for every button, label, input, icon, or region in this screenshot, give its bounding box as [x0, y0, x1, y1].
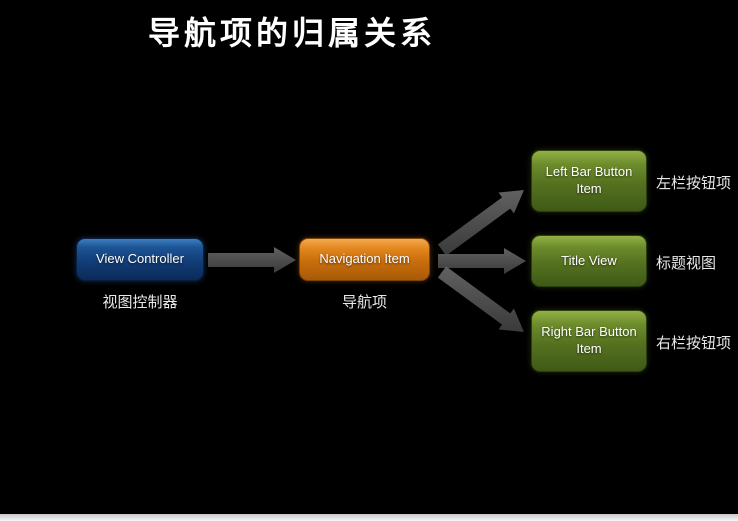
caption-right-bar-button-item: 右栏按钮项	[656, 336, 732, 352]
node-view-controller-label: View Controller	[96, 251, 184, 267]
node-navigation-item: Navigation Item	[299, 238, 430, 281]
node-left-bar-button-item-label: Left Bar Button Item	[545, 164, 633, 196]
bottom-strip	[0, 514, 738, 521]
caption-left-bar-button-item: 左栏按钮项	[656, 176, 732, 192]
node-left-bar-button-item: Left Bar Button Item	[531, 150, 647, 212]
node-navigation-item-label: Navigation Item	[319, 251, 410, 267]
arrow-nav-to-titleview	[438, 248, 526, 274]
caption-view-controller: 视图控制器	[102, 295, 178, 311]
arrow-nav-to-leftbar	[437, 190, 524, 256]
arrow-nav-to-rightbar	[437, 266, 524, 332]
node-title-view: Title View	[531, 235, 647, 287]
node-right-bar-button-item: Right Bar Button Item	[531, 310, 647, 372]
node-right-bar-button-item-label: Right Bar Button Item	[541, 324, 637, 356]
arrow-vc-to-nav	[208, 247, 296, 273]
node-title-view-label: Title View	[561, 252, 617, 268]
slide-title: 导航项的归属关系	[148, 15, 437, 51]
caption-navigation-item: 导航项	[341, 295, 387, 311]
caption-title-view: 标题视图	[656, 256, 717, 272]
node-view-controller: View Controller	[76, 238, 204, 281]
